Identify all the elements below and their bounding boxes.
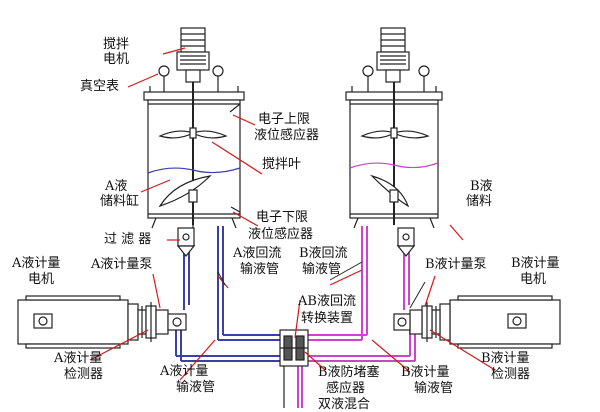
filter-a	[176, 227, 196, 257]
b-feed-line-label-line2: 输液管	[414, 381, 454, 396]
b-metering-motor-label-line1: B液计量	[511, 256, 560, 271]
mixer-label-partial: 双液混合	[318, 397, 371, 412]
a-detector-label-line2: 检测器	[64, 367, 104, 382]
leader-lines	[89, 47, 496, 381]
a-metering-pump	[137, 302, 187, 342]
ab-switch-label-line1: AB液回流	[298, 294, 356, 309]
b-metering-pump-label: B液计量泵	[425, 257, 487, 272]
lower-level-sensor-label-line1: 电子下限	[256, 210, 309, 225]
stirring-blade-label: 搅拌叶	[262, 157, 302, 172]
b-return-line-label-line2: 输液管	[302, 262, 342, 277]
b-anti-clog-sensor-label-line1: B液防堵塞	[318, 365, 380, 380]
a-metering-motor-label-line1: A液计量	[12, 256, 61, 271]
a-return-line-label-line2: 输液管	[240, 262, 280, 277]
tank-b-label-line1: B液	[470, 179, 493, 194]
upper-level-sensor-label-line2: 液位感应器	[254, 128, 320, 143]
b-metering-motor	[439, 295, 561, 349]
tank-a-liquid-level	[147, 167, 241, 174]
a-liquid-piping	[175, 226, 280, 362]
upper-level-sensor-label-line1: 电子上限	[258, 112, 311, 127]
a-feed-line-label-line1: A液计量	[160, 364, 209, 379]
tank-b-liquid-level	[349, 162, 439, 169]
tank-b	[345, 27, 443, 229]
b-detector-label-line2: 检测器	[491, 367, 531, 382]
tank-a-label-line2: 储料缸	[100, 194, 140, 209]
a-detector-label-line1: A液计量	[54, 351, 103, 366]
b-metering-motor-label-line2: 电机	[520, 272, 547, 287]
b-metering-pump	[393, 302, 441, 342]
b-detector-label-line1: B液计量	[481, 351, 530, 366]
tank-b-label-line2: 储料	[466, 194, 493, 209]
filter-b	[396, 227, 416, 257]
ab-switch-label-line2: 转换装置	[301, 311, 354, 326]
tank-a-label-line1: A液	[105, 179, 128, 194]
filter-label: 过 滤 器	[104, 232, 152, 247]
tank-a	[143, 27, 245, 229]
b-feed-line-label-line1: B液计量	[401, 365, 450, 380]
a-return-line-label-line1: A液回流	[233, 246, 282, 261]
black-leaders	[217, 261, 426, 309]
a-metering-motor	[17, 295, 139, 349]
a-metering-pump-label: A液计量泵	[91, 257, 153, 272]
lower-level-sensor-label-line2: 液位感应器	[248, 227, 314, 242]
stirrer-motor-label-line2: 电机	[103, 52, 130, 67]
a-metering-motor-label-line2: 电机	[28, 272, 55, 287]
ab-return-switch-device	[279, 329, 309, 367]
a-feed-line-label-line2: 输液管	[176, 380, 216, 395]
b-anti-clog-sensor-label-line2: 感应器	[326, 381, 366, 396]
stirrer-motor-label-line1: 搅拌	[103, 37, 130, 52]
b-return-line-label-line1: B液回流	[299, 246, 348, 261]
vacuum-gauge-label: 真空表	[80, 79, 120, 94]
